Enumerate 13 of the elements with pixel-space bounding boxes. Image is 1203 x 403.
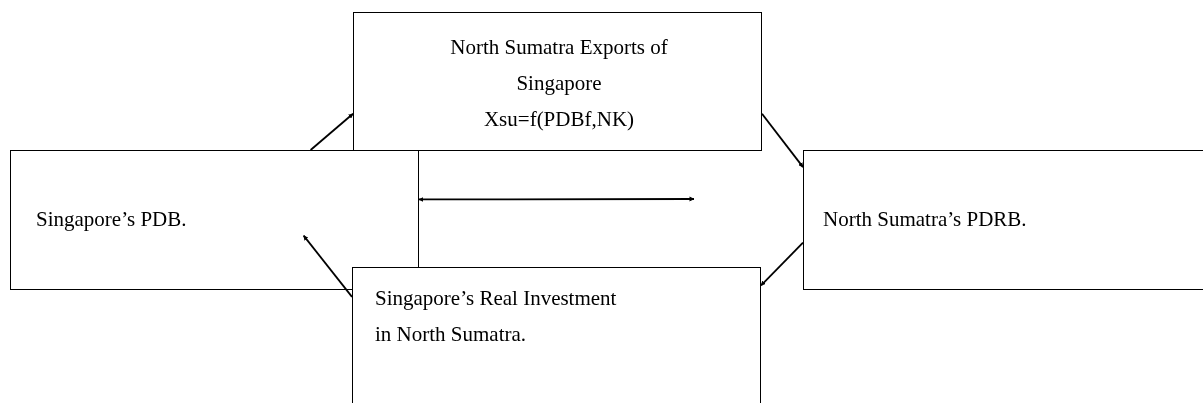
process-box [803,150,1203,290]
box-label: North Sumatra’s PDRB. [823,206,1027,233]
process-box [352,267,761,403]
arrow [418,196,695,202]
arrow [761,112,804,168]
arrow [309,112,354,151]
box-label: North Sumatra Exports of Singapore [449,34,669,97]
box-label: Singapore’s PDB. [36,206,187,233]
arrow [760,241,804,287]
process-box [10,150,419,290]
process-box [353,12,762,151]
box-label: Singapore’s Real Investment in North Sumatra. [375,285,618,348]
formula-text: Xsu=f(PDBf,NK) [482,106,636,133]
